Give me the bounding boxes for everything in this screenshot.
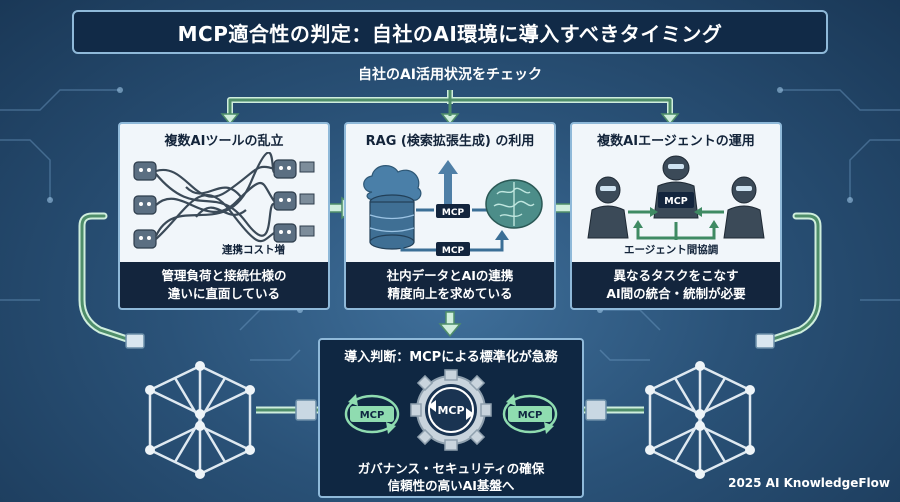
mcp-badge-center: MCP (437, 404, 464, 417)
mcp-badge: MCP (442, 208, 465, 218)
footer-line: 信頼性の高いAI基盤へ (387, 478, 515, 493)
card-rag-usage: RAG (検索拡張生成) の利用 MCP (344, 122, 556, 310)
card-caption: 社内データとAIの連携 精度向上を求めている (346, 262, 554, 308)
card-title: 複数AIツールの乱立 (164, 134, 284, 149)
tangled-wires-icon (133, 152, 315, 249)
cycle-arrows-icon (344, 394, 400, 434)
network-cube-icon (647, 364, 753, 476)
copyright: 2025 AI KnowledgeFlow (728, 476, 890, 490)
decision-title: 導入判断：MCPによる標準化が急務 (344, 350, 558, 365)
cycle-arrows-icon (502, 394, 558, 434)
mcp-badge-right: MCP (518, 410, 543, 421)
card-multiple-ai-tools: 複数AIツールの乱立 (118, 122, 330, 310)
card-caption: 管理負荷と接続仕様の 違いに直面している (120, 262, 328, 308)
card-title: 複数AIエージェントの運用 (597, 134, 755, 149)
caption-line: 管理負荷と接続仕様の (161, 268, 287, 283)
caption-line: AI間の統合・統制が必要 (606, 286, 746, 301)
brain-icon (485, 179, 543, 229)
caption-line: 違いに直面している (167, 286, 281, 301)
footer-line: ガバナンス・セキュリティの確保 (357, 461, 545, 476)
mcp-badge: MCP (442, 246, 465, 256)
mcp-badge: MCP (664, 196, 687, 207)
check-subtitle: 自社のAI活用状況をチェック (357, 67, 543, 83)
network-cube-icon (147, 364, 253, 476)
page-title: MCP適合性の判定：自社のAI環境に導入すべきタイミング (72, 10, 828, 54)
caption-line: 精度向上を求めている (387, 286, 513, 301)
decision-panel: 導入判断：MCPによる標準化が急務 MCP (318, 338, 584, 498)
card-title: RAG (検索拡張生成) の利用 (365, 134, 535, 149)
illustration-label: 連携コスト増 (222, 244, 285, 256)
gear-icon (410, 369, 492, 451)
decision-footer: ガバナンス・セキュリティの確保 信頼性の高いAI基盤へ (320, 460, 582, 494)
illustration-label: エージェント間協調 (624, 244, 719, 256)
caption-line: 異なるタスクをこなす (613, 268, 739, 283)
robot-icon (133, 159, 297, 249)
card-multiple-agents: 複数AIエージェントの運用 (570, 122, 782, 310)
database-icon (369, 194, 415, 250)
mcp-badge-left: MCP (360, 410, 385, 421)
caption-line: 社内データとAIの連携 (386, 268, 514, 283)
card-caption: 異なるタスクをこなす AI間の統合・統制が必要 (572, 262, 780, 308)
